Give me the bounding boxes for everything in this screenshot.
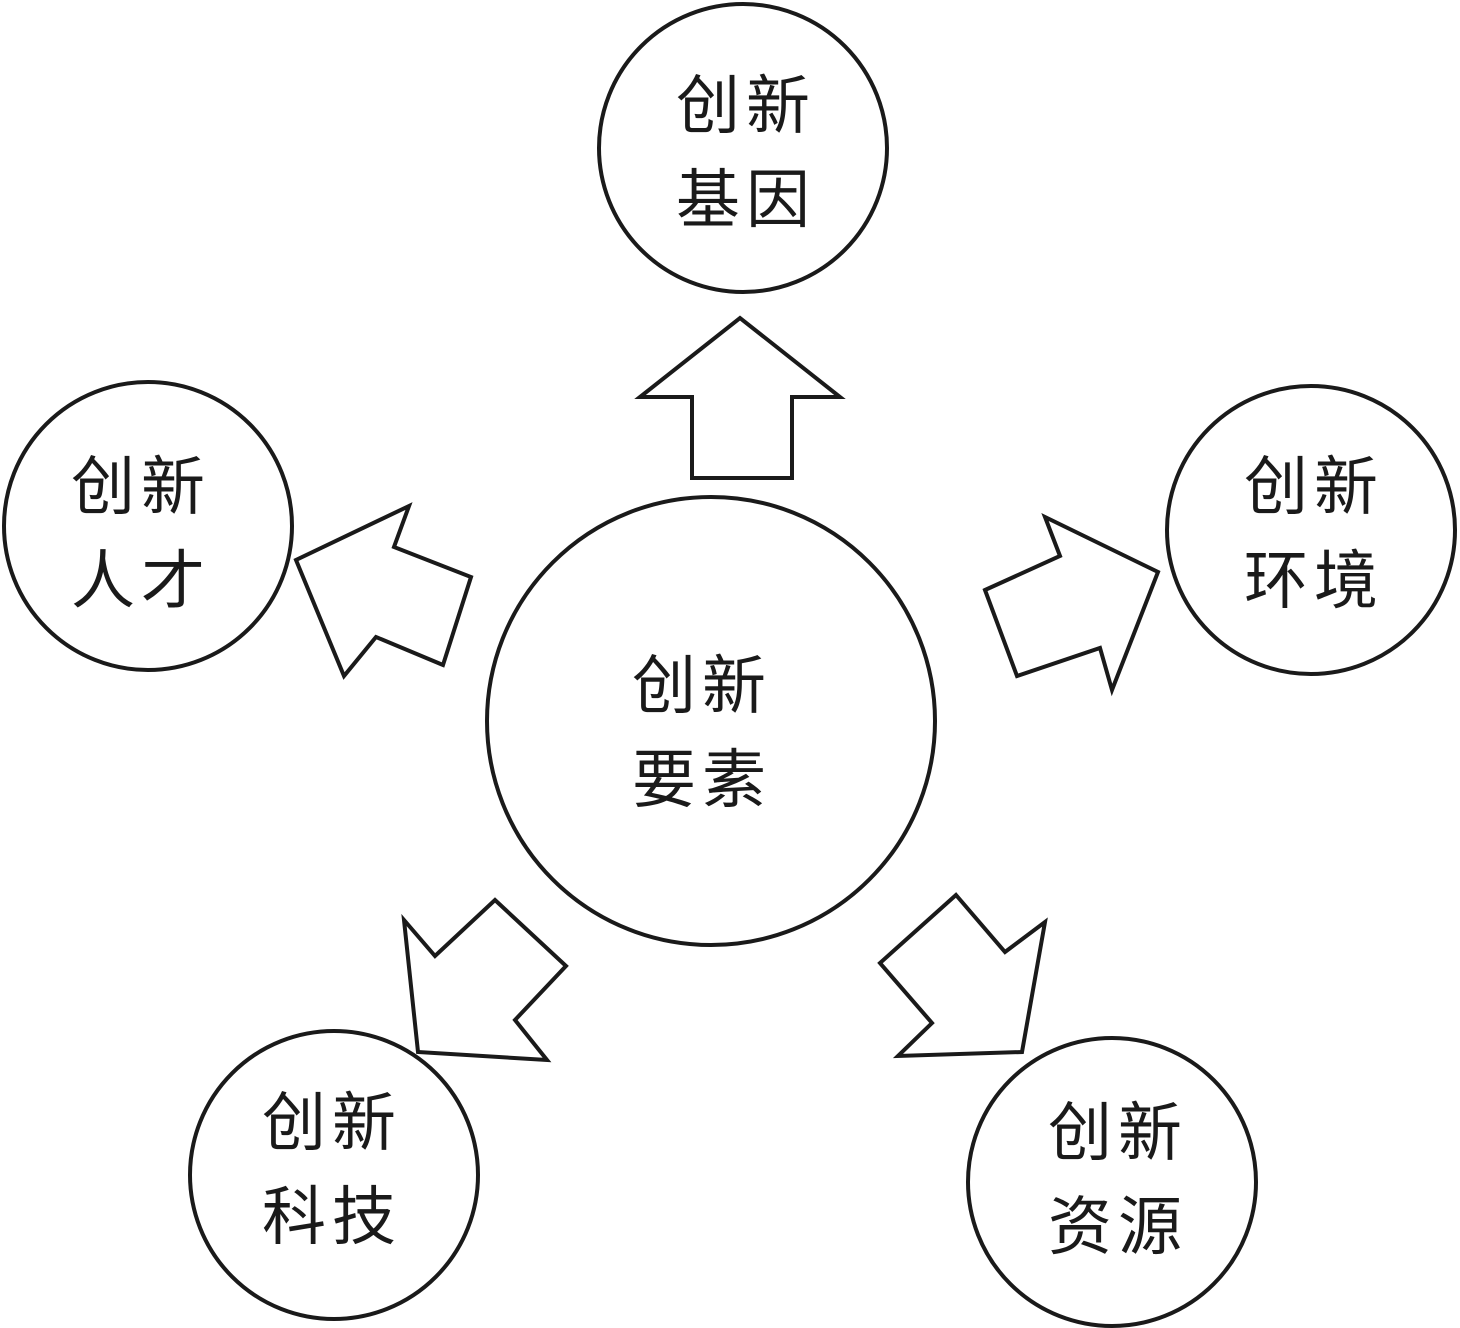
center-label-line1: 创新 [632,650,772,724]
center-label-line2: 要素 [632,744,772,818]
arrow-to-technology [401,897,569,1063]
node-talent-label-line2: 人才 [71,545,211,619]
node-resources-circle [966,1036,1258,1328]
arrow-to-resources [877,892,1048,1059]
node-resources-label-line2: 资源 [1048,1191,1188,1265]
node-technology-label-line1: 创新 [262,1087,402,1161]
center-circle [485,495,937,947]
node-environment-label-line1: 创新 [1244,451,1384,525]
node-environment-label-line2: 环境 [1244,545,1384,619]
node-gene-label-line2: 基因 [676,164,816,238]
arrow-to-talent [293,502,474,680]
arrow-to-gene [634,315,846,480]
node-gene-circle [597,2,889,294]
arrow-to-environment [982,512,1161,697]
node-gene-label-line1: 创新 [676,70,816,144]
node-talent-circle [2,380,294,672]
node-resources-label-line1: 创新 [1048,1097,1188,1171]
node-talent-label-line1: 创新 [71,451,211,525]
node-technology-label-line2: 科技 [262,1181,402,1255]
node-technology-circle [188,1029,480,1321]
node-environment-circle [1165,384,1457,676]
